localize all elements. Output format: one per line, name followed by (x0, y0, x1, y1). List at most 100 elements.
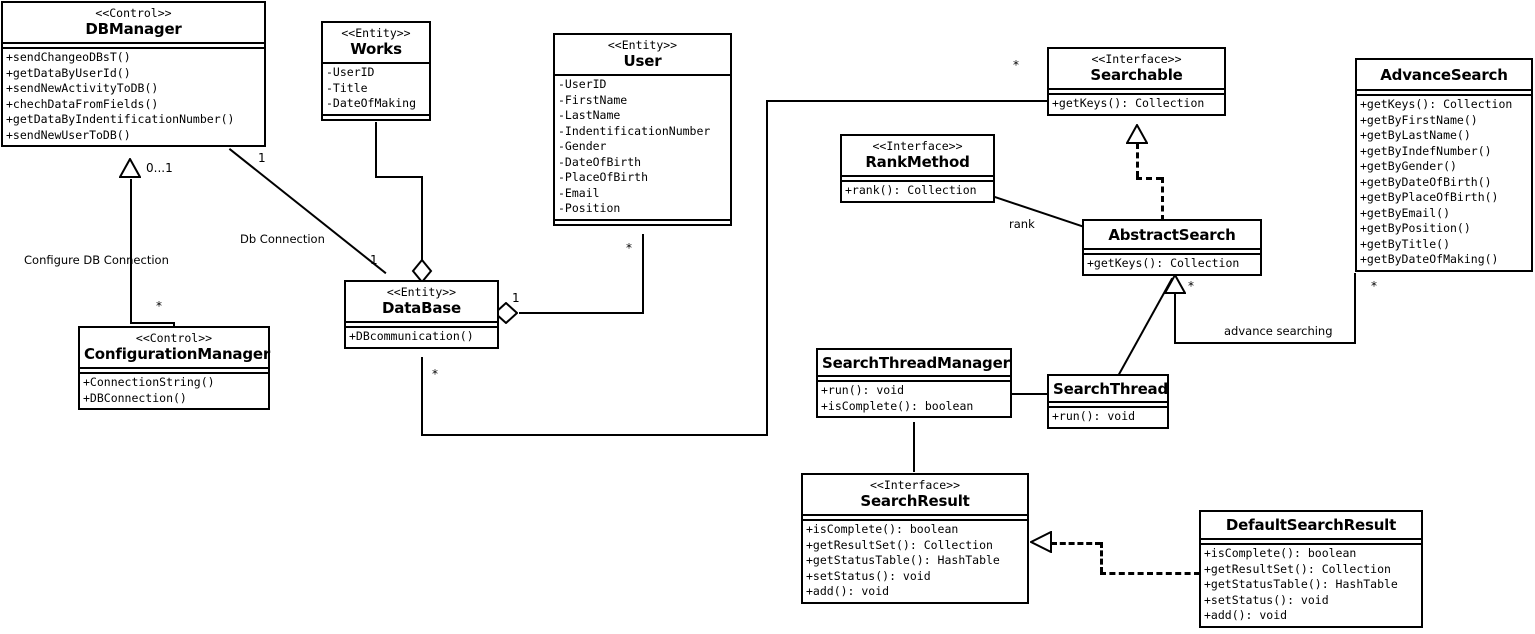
edge-advancesearch-abstractsearch-v1 (1174, 293, 1176, 344)
class-header-defaultsearchresult: DefaultSearchResult (1201, 512, 1421, 540)
operation: +getByPosition() (1360, 221, 1471, 235)
attribute: -DateOfBirth (558, 154, 642, 169)
operation: +getStatusTable(): HashTable (1204, 577, 1398, 591)
class-operations-rankmethod: +rank(): Collection (842, 182, 993, 201)
class-box-abstractsearch[interactable]: AbstractSearch +getKeys(): Collection (1082, 219, 1262, 276)
class-divider-dbmanager (3, 47, 264, 49)
operation: +getByDateOfBirth() (1360, 174, 1492, 189)
realization-searchable-dash-h (1136, 177, 1162, 180)
class-name-user: User (623, 52, 662, 70)
class-box-advancesearch[interactable]: AdvanceSearch +getKeys(): Collection +ge… (1355, 58, 1533, 272)
attribute: -PlaceOfBirth (558, 170, 649, 184)
edge-database-searchable-h1 (421, 434, 768, 436)
operation: +getDataByUserId() (6, 65, 131, 80)
class-operations-dbmanager: +sendChangeoDBsT() +getDataByUserId() +s… (3, 49, 264, 145)
realization-searchable-dash-v2 (1161, 177, 1164, 221)
operation: +getResultSet(): Collection (806, 537, 993, 552)
class-stereotype-works: <<Entity>> (341, 26, 411, 40)
class-box-configurationmanager[interactable]: <<Control>> ConfigurationManager +Connec… (78, 326, 270, 410)
operation: +rank(): Collection (845, 183, 977, 197)
class-box-database[interactable]: <<Entity>> DataBase +DBcommunication() (344, 280, 499, 349)
class-name-rankmethod: RankMethod (865, 153, 970, 171)
class-header-searchthreadmanager: SearchThreadManager (818, 350, 1010, 377)
edge-advancesearch-abstractsearch-h1 (1174, 342, 1356, 344)
edge-database-searchable-h2 (766, 100, 1049, 102)
multiplicity-database-bottom-star: * (432, 367, 438, 381)
class-box-defaultsearchresult[interactable]: DefaultSearchResult +isComplete(): boole… (1199, 510, 1423, 628)
operation: +getByIndefNumber() (1360, 143, 1492, 158)
class-box-rankmethod[interactable]: <<Interface>> RankMethod +rank(): Collec… (840, 134, 995, 203)
class-divider-searchable (1049, 93, 1224, 95)
operation: +add(): void (1204, 608, 1288, 622)
realization-arrow-searchable (1125, 122, 1149, 144)
attribute: -FirstName (558, 92, 628, 107)
edge-configurationmanager-dbmanager-horizontal (130, 322, 175, 324)
class-box-user[interactable]: <<Entity>> User -UserID -FirstName -Last… (553, 33, 732, 226)
class-header-abstractsearch: AbstractSearch (1084, 221, 1260, 250)
class-divider-searchthreadmanager (818, 380, 1010, 382)
class-box-searchthreadmanager[interactable]: SearchThreadManager +run(): void +isComp… (816, 348, 1012, 418)
label-rank: rank (1009, 217, 1035, 231)
attribute: -IndentificationNumber (558, 123, 711, 138)
class-attributes-user: -UserID -FirstName -LastName -Indentific… (555, 76, 730, 219)
attribute: -UserID (558, 77, 607, 91)
class-name-advancesearch: AdvanceSearch (1380, 66, 1508, 84)
realization-arrow-searchresult (1028, 530, 1052, 554)
class-operations-searchthreadmanager: +run(): void +isComplete(): boolean (818, 382, 1010, 416)
operation: +run(): void (821, 383, 905, 397)
operation: +getResultSet(): Collection (1204, 561, 1391, 576)
class-header-database: <<Entity>> DataBase (346, 282, 497, 323)
operation: +getKeys(): Collection (1360, 97, 1513, 111)
class-box-searchthread[interactable]: SearchThread +run(): void (1047, 374, 1169, 429)
operation: +getDataByIndentificationNumber() (6, 112, 235, 126)
class-name-searchable: Searchable (1090, 66, 1183, 84)
class-name-searchresult: SearchResult (860, 492, 970, 510)
class-name-searchthread: SearchThread (1053, 380, 1169, 398)
operation: +getByTitle() (1360, 236, 1451, 251)
class-operations-database: +DBcommunication() (346, 328, 497, 347)
class-divider-database (346, 326, 497, 328)
edge-user-database-h1 (519, 312, 644, 314)
generalization-arrow-dbmanager (118, 156, 142, 178)
edge-dbmanager-database-diagonal (228, 148, 387, 275)
attribute: -Title (326, 80, 368, 95)
class-box-searchresult[interactable]: <<Interface>> SearchResult +isComplete()… (801, 473, 1029, 604)
class-stereotype-dbmanager: <<Control>> (95, 6, 172, 20)
operation: +getByEmail() (1360, 205, 1451, 220)
class-header-dbmanager: <<Control>> DBManager (3, 3, 264, 44)
class-divider-abstractsearch (1084, 253, 1260, 255)
class-name-database: DataBase (382, 299, 461, 317)
class-operations-configurationmanager: +ConnectionString() +DBConnection() (80, 374, 268, 408)
operation: +sendNewActivityToDB() (6, 81, 159, 95)
class-box-dbmanager[interactable]: <<Control>> DBManager +sendChangeoDBsT()… (1, 1, 266, 147)
edge-searchthreadmanager-searchresult (913, 422, 915, 472)
class-box-searchable[interactable]: <<Interface>> Searchable +getKeys(): Col… (1047, 47, 1226, 116)
class-divider-searchthread (1049, 406, 1167, 408)
operation: +DBConnection() (83, 390, 187, 405)
operation: +sendChangeoDBsT() (6, 50, 131, 64)
class-box-works[interactable]: <<Entity>> Works -UserID -Title -DateOfM… (321, 21, 431, 121)
class-operations-defaultsearchresult: +isComplete(): boolean +getResultSet(): … (1201, 545, 1421, 626)
operation: +getKeys(): Collection (1052, 96, 1205, 110)
class-stereotype-user: <<Entity>> (607, 38, 678, 52)
operation: +setStatus(): void (1204, 592, 1329, 607)
class-stereotype-searchable: <<Interface>> (1091, 52, 1182, 66)
operation: +DBcommunication() (349, 329, 474, 343)
class-divider-advancesearch (1357, 94, 1531, 96)
edge-user-database-v1 (642, 234, 644, 314)
operation: +setStatus(): void (806, 568, 931, 583)
operation: +ConnectionString() (83, 375, 215, 389)
class-name-abstractsearch: AbstractSearch (1108, 226, 1236, 244)
class-header-user: <<Entity>> User (555, 35, 730, 76)
class-divider-works (323, 113, 429, 116)
class-name-searchthreadmanager: SearchThreadManager (822, 354, 1010, 372)
attribute: -DateOfMaking (326, 96, 417, 110)
generalization-arrow-abstractsearch (1163, 272, 1187, 294)
class-operations-searchresult: +isComplete(): boolean +getResultSet(): … (803, 521, 1027, 602)
realization-searchable-dash-v1 (1136, 143, 1139, 177)
class-divider-rankmethod (842, 180, 993, 182)
class-header-searchresult: <<Interface>> SearchResult (803, 475, 1027, 516)
multiplicity-dbmanager-generalization: 0...1 (146, 161, 173, 175)
attribute: -Position (558, 201, 621, 215)
